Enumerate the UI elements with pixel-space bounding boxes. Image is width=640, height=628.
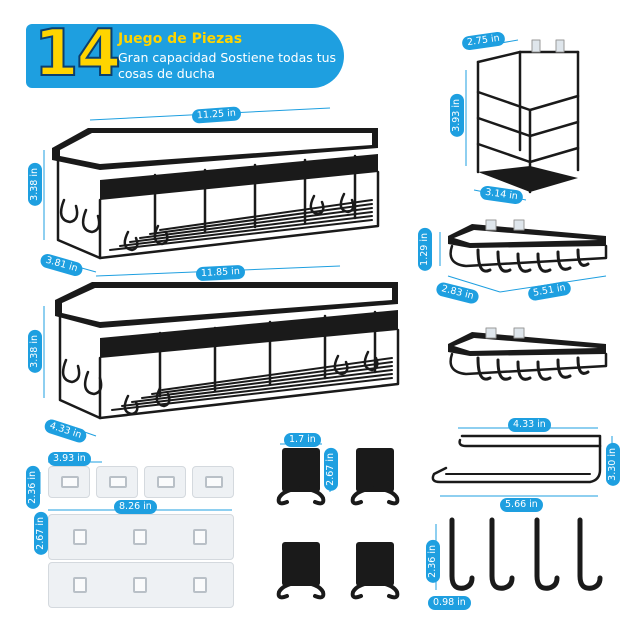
dim-large-pad-height: 2.67 in (34, 512, 48, 555)
adhesive-pad-small (144, 466, 186, 498)
dim-hook-height: 2.67 in (324, 448, 338, 491)
soap-dish-top-icon (448, 219, 608, 273)
banner-subtitle: Gran capacidad Sostiene todas tus cosas … (118, 50, 337, 81)
small-hook-icons (449, 517, 603, 591)
large-basket-bottom-icon (55, 282, 400, 420)
dim-rack-height: 3.93 in (450, 94, 464, 137)
adhesive-pad-small (96, 466, 138, 498)
large-basket-top-icon (52, 128, 380, 260)
adhesive-pad-small (48, 466, 90, 498)
dim-large-pad-width: 8.26 in (114, 500, 157, 514)
dim-small-hook-width: 0.98 in (428, 596, 471, 610)
dim-small-hook-height: 2.36 in (426, 540, 440, 583)
banner-title: Juego de Piezas (118, 31, 243, 47)
dim-towel-width: 4.33 in (508, 418, 551, 432)
adhesive-pad-large (48, 562, 234, 608)
dim-towel-height: 3.30 in (606, 443, 620, 486)
double-hook-arms (276, 486, 400, 600)
vertical-rack-icon (476, 39, 580, 194)
adhesive-pad-large (48, 514, 234, 560)
piece-count: 14 (33, 17, 122, 91)
adhesive-pad-small (192, 466, 234, 498)
header-banner (26, 24, 344, 88)
soap-dish-bottom-icon (448, 327, 608, 381)
dim-small-pad-height: 2.36 in (26, 466, 40, 509)
double-hook-icons (282, 448, 394, 586)
dim-soap-height: 1.29 in (418, 228, 432, 271)
dim-large-bottom-height: 3.38 in (28, 330, 42, 373)
dim-hook-width: 1.7 in (284, 433, 321, 447)
dim-small-pad-width: 3.93 in (48, 452, 91, 466)
dim-large-top-height: 3.38 in (28, 163, 42, 206)
towel-holder-icon (431, 434, 602, 484)
dim-large-bottom-length: 11.85 in (195, 264, 246, 282)
dim-towel-length: 5.66 in (500, 498, 543, 512)
